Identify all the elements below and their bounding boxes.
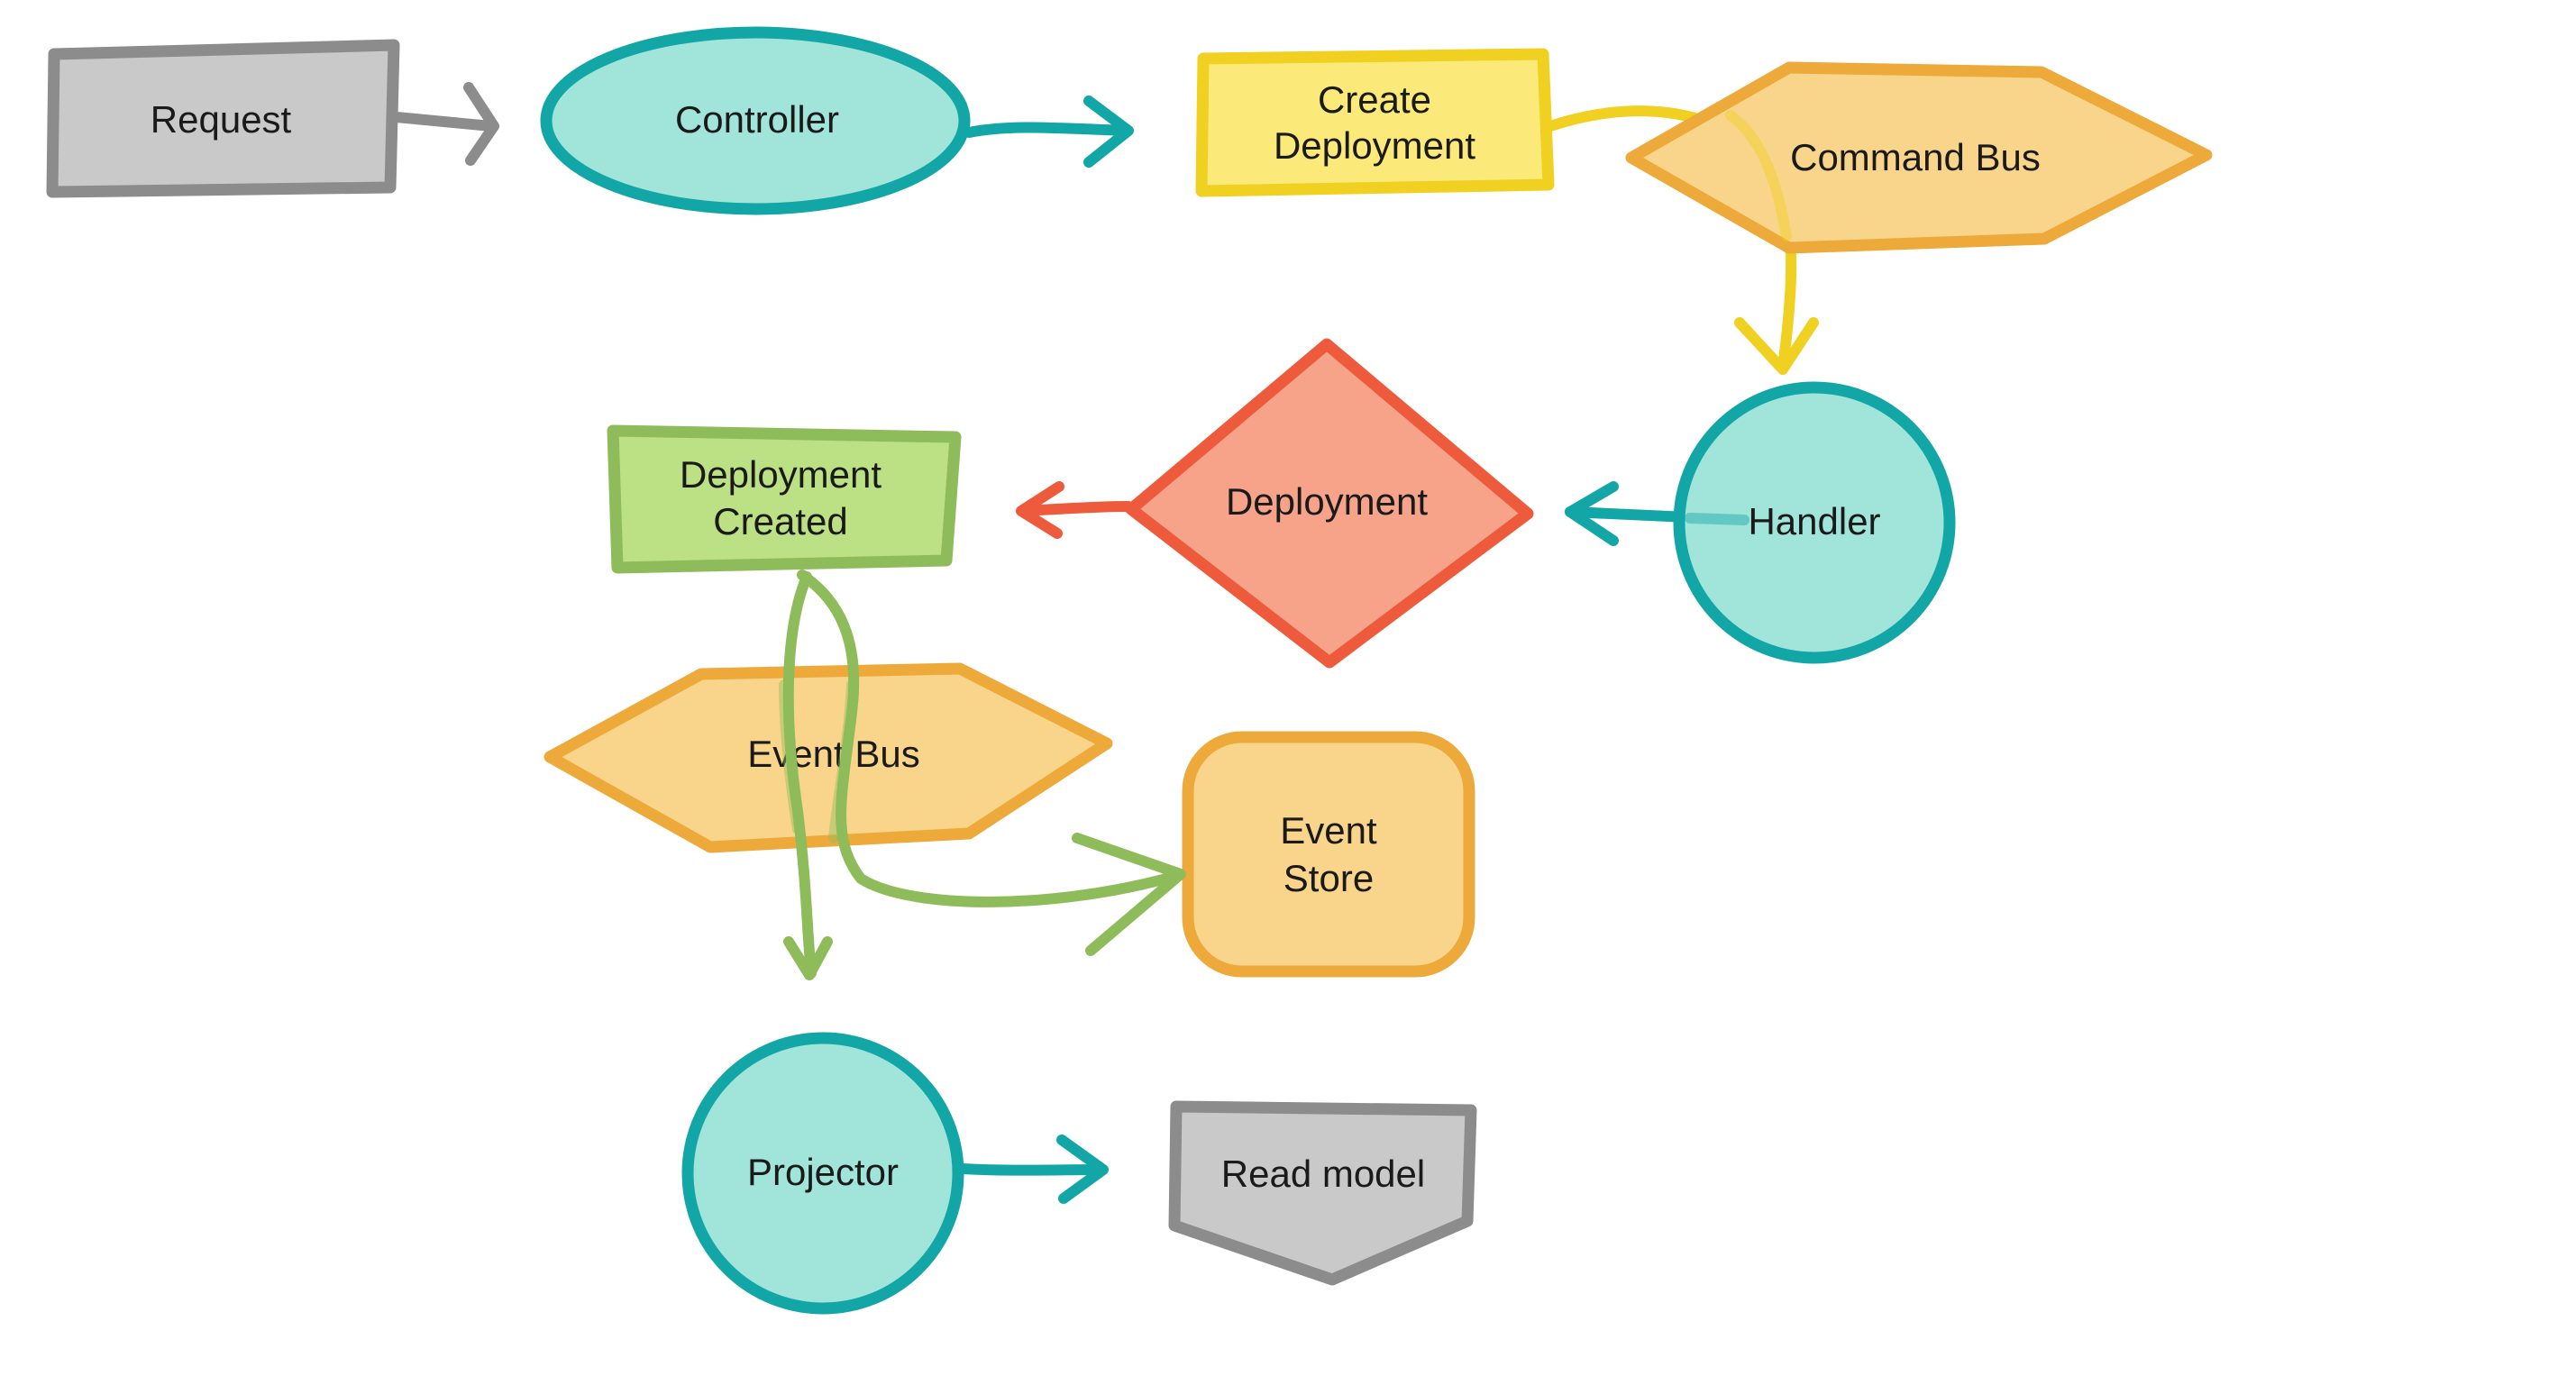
node-label-line-2: Created bbox=[713, 500, 847, 542]
node-event-store: Event Store bbox=[1182, 731, 1475, 978]
node-label: Deployment bbox=[1226, 480, 1428, 523]
node-label-line-1: Event bbox=[1280, 809, 1377, 852]
edge-deployment-created-to-event-store bbox=[797, 570, 1186, 956]
node-create-deployment: Create Deployment bbox=[1195, 48, 1555, 197]
node-label: Event Bus bbox=[747, 733, 919, 775]
node-label: Handler bbox=[1748, 500, 1880, 542]
node-label: Projector bbox=[747, 1151, 899, 1193]
node-request: Request bbox=[46, 39, 400, 198]
edge-deployment-to-deployment-created bbox=[1016, 481, 1134, 539]
edge-request-to-controller bbox=[391, 82, 499, 166]
node-handler: Handler bbox=[1673, 381, 1956, 664]
edge-projector-to-read-model bbox=[957, 1135, 1109, 1204]
node-projector: Projector bbox=[681, 1032, 964, 1315]
node-read-model: Read model bbox=[1168, 1100, 1477, 1286]
node-label: Request bbox=[151, 98, 292, 141]
node-deployment-created: Deployment Created bbox=[607, 424, 962, 574]
node-label-line-2: Deployment bbox=[1274, 124, 1475, 167]
edge-deployment-created-to-projector bbox=[779, 571, 833, 980]
node-label: Controller bbox=[675, 98, 839, 141]
node-label-line-2: Store bbox=[1283, 857, 1374, 899]
node-label-line-1: Create bbox=[1318, 78, 1431, 121]
node-event-bus: Event Bus bbox=[544, 662, 1113, 853]
node-command-bus: Command Bus bbox=[1625, 61, 2213, 254]
node-label: Read model bbox=[1221, 1153, 1425, 1195]
node-label-line-1: Deployment bbox=[680, 453, 882, 496]
node-deployment: Deployment bbox=[1125, 338, 1534, 669]
node-label: Command Bus bbox=[1790, 136, 2041, 178]
node-controller: Controller bbox=[540, 26, 971, 215]
edge-controller-to-create-deployment bbox=[964, 96, 1134, 168]
